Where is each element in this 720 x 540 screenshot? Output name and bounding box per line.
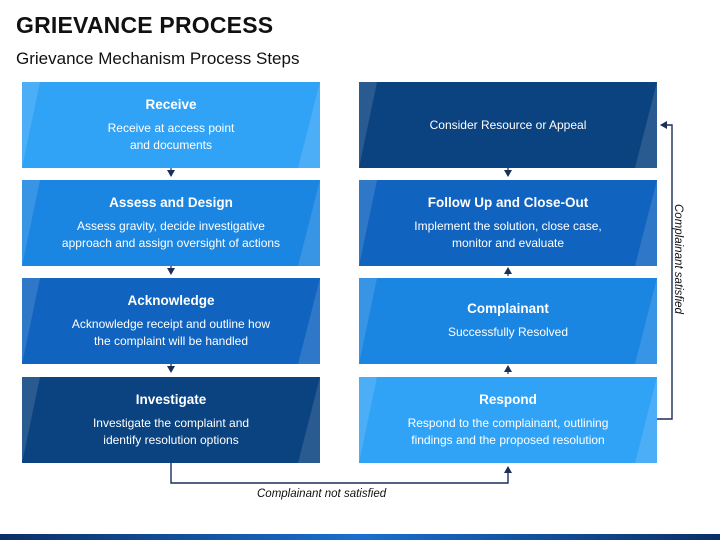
step-investigate: Investigate Investigate the complaint an… [22,377,320,463]
step-description: Implement the solution, close case, moni… [414,218,602,250]
step-title: Assess and Design [109,194,233,210]
step-title: Follow Up and Close-Out [427,194,589,210]
step-receive: Receive Receive at access point and docu… [22,82,320,168]
step-description: Respond to the complainant, outlining fi… [407,415,609,447]
step-description: Assess gravity, decide investigative app… [61,218,281,250]
step-title: Acknowledge [127,292,215,308]
label-complainant-satisfied: Complainant satisfied [672,204,684,314]
page-subtitle: Grievance Mechanism Process Steps [16,49,300,68]
step-description: Consider Resource or Appeal [429,117,587,132]
arrow-investigate-to-respond [170,463,512,484]
step-title: Complainant [467,301,549,316]
step-title: Investigate [135,391,207,407]
step-description: Investigate the complaint and identify r… [92,415,250,447]
step-title: Receive [145,96,197,112]
page-title: GRIEVANCE PROCESS [16,12,274,38]
step-follow-up-and-close-out: Follow Up and Close-Out Implement the so… [359,180,657,266]
step-acknowledge: Acknowledge Acknowledge receipt and outl… [22,278,320,364]
arrow-respond-to-consider [657,121,673,420]
label-complainant-not-satisfied: Complainant not satisfied [257,488,387,500]
step-description: Successfully Resolved [447,325,569,339]
step-consider-resource-or-appeal: Consider Resource or Appeal [359,82,657,168]
step-description: Receive at access point and documents [107,120,235,152]
step-description: Acknowledge receipt and outline how the … [71,316,271,348]
step-title: Respond [479,391,537,407]
step-complainant-resolved: Complainant Successfully Resolved [359,278,657,364]
bottom-accent-bar [0,534,720,540]
step-respond: Respond Respond to the complainant, outl… [359,377,657,463]
step-assess-and-design: Assess and Design Assess gravity, decide… [22,180,320,266]
